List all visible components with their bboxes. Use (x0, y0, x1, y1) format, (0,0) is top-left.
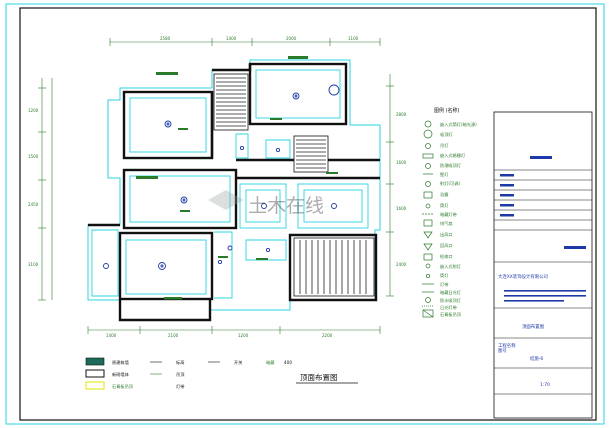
dim-bottom-1: 1400 (106, 333, 117, 338)
dim-top-4: 1100 (348, 36, 359, 41)
bottom-legend-item: 原建筑墙 (112, 359, 129, 366)
legend-item: 浴霸 (440, 191, 448, 198)
floor-plan: 土木在线 (87, 56, 381, 322)
bottom-legend-note: 开关 (234, 359, 242, 366)
dim-right-2: 1600 (396, 160, 407, 165)
legend-item: 嵌入式格栅灯 (440, 152, 466, 159)
legend-item: 吊灯 (440, 142, 449, 149)
sheet-title: 顶面布置图 (522, 323, 545, 330)
bottom-legend-note: 灯带 (176, 383, 184, 390)
dimension-lines (38, 38, 394, 334)
legend-item: 日光灯带 (440, 304, 457, 311)
dimension-texts: 2580 1400 2000 1100 1400 2100 1200 2200 … (28, 36, 407, 338)
bottom-legend-note: 400 (284, 360, 292, 365)
outer-border (5, 3, 605, 425)
scale: 1:70 (540, 382, 550, 388)
drawing-no: 结施-6 (530, 355, 543, 362)
drawing-title: 顶面布置图 (300, 372, 338, 382)
inner-border (19, 7, 597, 421)
dim-left-1: 1200 (28, 108, 39, 113)
legend-item: 嵌入式筒灯(暗光源) (440, 121, 477, 128)
watermark-text: 土木在线 (248, 195, 324, 217)
bottom-legend-note: 标高 (176, 359, 184, 366)
legend-item: 回风口 (440, 243, 453, 249)
drawing-no-label: 图号 (498, 348, 507, 354)
dim-bottom-3: 1200 (238, 333, 249, 338)
legend-item: 嵌入式射灯 (440, 263, 462, 270)
ceiling-lights (103, 84, 340, 270)
bottom-legend-item: 新砌墙体 (112, 371, 130, 378)
company-notes (504, 290, 586, 302)
company-name: 大连XX装饰设计有限公司 (498, 273, 548, 280)
dim-top-1: 2580 (160, 36, 171, 41)
legend-item: 筒灯 (440, 202, 449, 209)
dim-left-4: 3100 (28, 262, 39, 267)
dim-right-3: 1600 (396, 206, 407, 211)
dim-bottom-2: 2100 (168, 333, 179, 338)
exterior-wall-outline (87, 59, 381, 321)
watermark: 土木在线 (208, 190, 324, 217)
dim-left-3: 2450 (28, 202, 39, 207)
legend-item: 出风口 (440, 231, 453, 238)
legend-item: 吸顶灯 (440, 131, 453, 138)
dim-right-1: 2800 (396, 112, 407, 117)
legend-item: 防水吸顶灯 (440, 297, 462, 304)
legend-item: 暗藏灯带 (440, 211, 457, 218)
bottom-legend-item: 石膏板吊顶 (112, 383, 134, 390)
dim-right-4: 2400 (396, 262, 407, 267)
legend-symbols (422, 120, 434, 318)
bottom-legend: 原建筑墙 新砌墙体 石膏板吊顶 标高 吊顶 灯带 开关 暗藏 400 顶面布置图 (85, 357, 358, 390)
legend-item: 灯带 (440, 281, 448, 288)
hatched-ceiling-panels (213, 73, 375, 297)
legend-item: 石膏板吊顶 (440, 311, 462, 318)
legend-item: 暗藏日光灯 (440, 289, 462, 296)
bottom-legend-note: 暗藏 (266, 359, 275, 366)
legend-header: 图例 (名称) (434, 107, 460, 114)
legend: 图例 (名称) 嵌入式筒灯(暗光源) 吸顶灯 吊灯 嵌入式格栅灯 防潮吸顶灯 壁… (422, 107, 477, 318)
dim-top-3: 2000 (286, 36, 297, 41)
legend-item: 壁灯 (440, 171, 449, 178)
dim-left-2: 1500 (28, 154, 39, 159)
legend-item: 防潮吸顶灯 (440, 162, 462, 169)
legend-item: 排气扇 (440, 220, 453, 227)
dim-top-2: 1400 (226, 36, 237, 41)
legend-labels: 嵌入式筒灯(暗光源) 吸顶灯 吊灯 嵌入式格栅灯 防潮吸顶灯 壁灯 射灯(可调)… (440, 121, 477, 318)
bottom-legend-note: 吊顶 (176, 372, 185, 378)
legend-item: 射灯(可调) (440, 180, 460, 187)
legend-item: 检修口 (440, 253, 453, 260)
legend-item: 筒灯 (440, 272, 449, 279)
title-row-label: 工程名称 (498, 342, 516, 349)
title-block: 大连XX装饰设计有限公司 工程名称 顶面布置图 图号 结施-6 1:70 (493, 111, 593, 419)
dim-bottom-4: 2200 (322, 333, 333, 338)
